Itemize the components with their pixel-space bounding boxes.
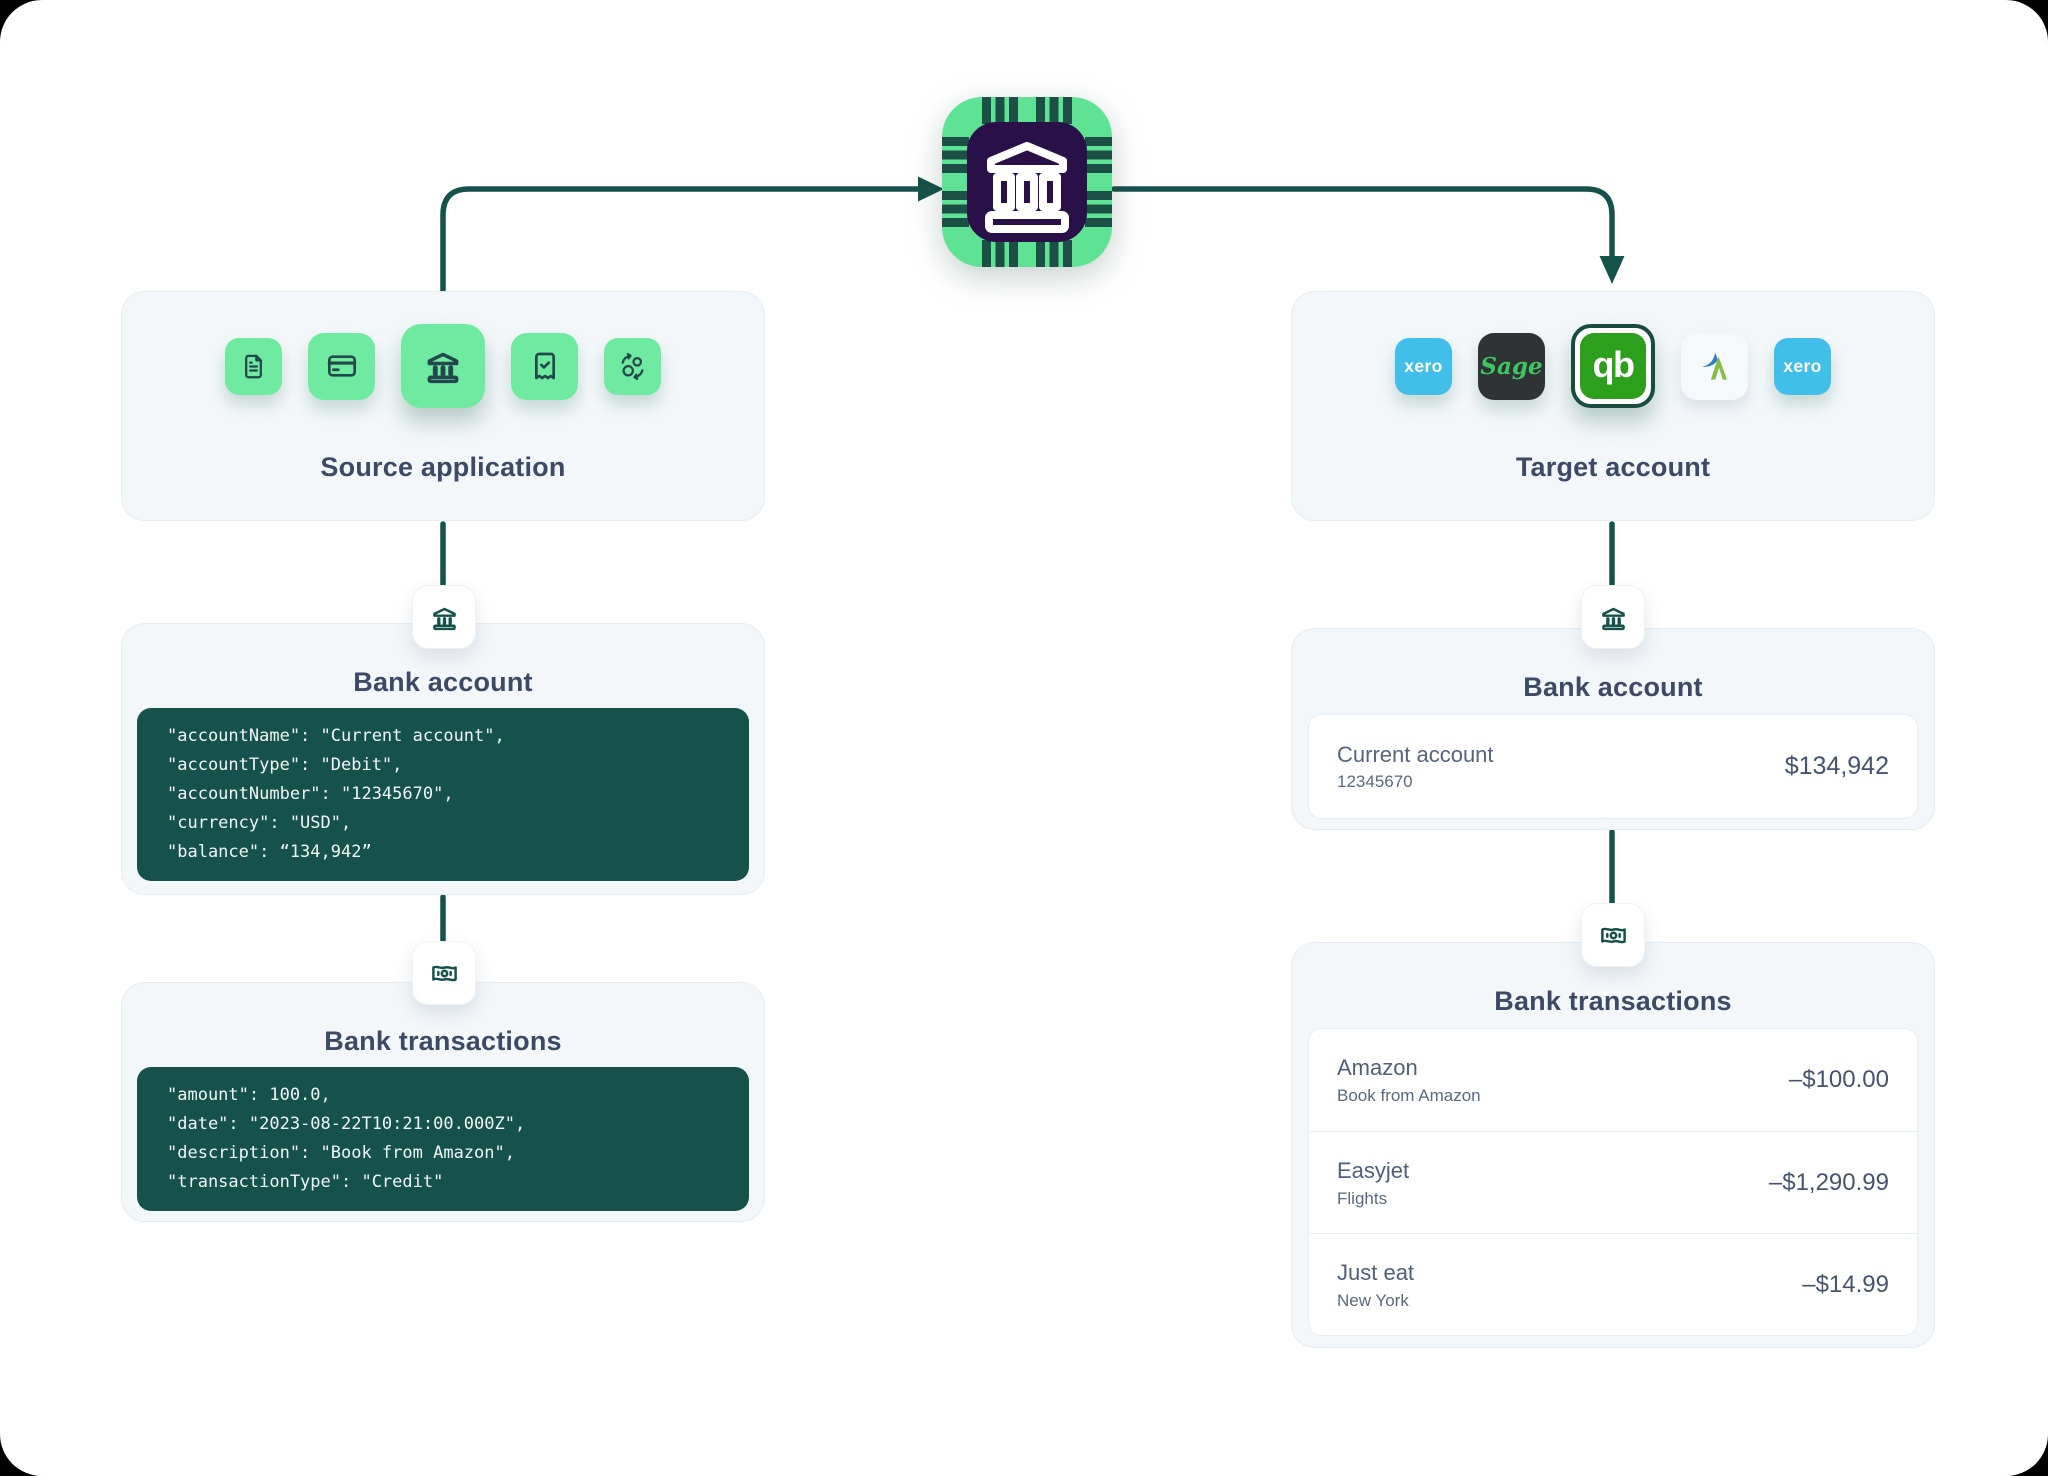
transaction-amount: –$14.99 (1802, 1270, 1889, 1298)
xero-label: xero (1404, 355, 1443, 376)
bank-transactions-json: "amount": 100.0, "date": "2023-08-22T10:… (137, 1067, 749, 1211)
arrowhead-right (918, 176, 944, 202)
code-line: "accountType": "Debit", (167, 755, 403, 775)
transaction-description: Flights (1337, 1188, 1388, 1208)
bank-transactions-title: Bank transactions (324, 1026, 562, 1056)
transaction-merchant: Easyjet (1337, 1157, 1410, 1183)
file-document-icon[interactable] (225, 337, 282, 395)
freeagent-logo (1701, 352, 1727, 380)
code-line: "amount": 100.0, (167, 1085, 331, 1105)
bank-icon (432, 607, 456, 630)
bank-account-title: Bank account (353, 667, 533, 697)
bank-badge (1581, 585, 1645, 649)
bank-feed-chip (942, 97, 1112, 267)
code-line: "description": "Book from Amazon", (167, 1143, 515, 1163)
transaction-merchant: Amazon (1337, 1055, 1418, 1080)
target-account-card: xero Sage qb xero Target account (1291, 291, 1935, 521)
transaction-description: New York (1337, 1290, 1409, 1310)
sage-label: Sage (1480, 352, 1543, 380)
transaction-row: Easyjet Flights –$1,290.99 (1309, 1131, 1917, 1233)
source-app-tiles (225, 323, 661, 409)
code-line: "balance": “134,942” (167, 842, 372, 862)
transaction-row: Amazon Book from Amazon –$100.00 (1309, 1029, 1917, 1131)
account-summary-card: Current account 12345670 $134,942 (1308, 714, 1918, 819)
transaction-amount: –$100.00 (1788, 1066, 1889, 1093)
bank-transactions-json-card: Bank transactions "amount": 100.0, "date… (121, 982, 765, 1222)
xero-label: xero (1783, 355, 1822, 376)
xero-app-icon[interactable]: xero (1774, 337, 1831, 395)
transaction-description: Book from Amazon (1337, 1086, 1481, 1105)
arrow-source-to-chip (440, 186, 921, 294)
code-line: "date": "2023-08-22T10:21:00.000Z", (167, 1114, 526, 1134)
code-line: "accountNumber": "12345670", (167, 784, 454, 804)
account-name: Current account (1337, 742, 1494, 767)
receipt-check-icon[interactable] (511, 332, 578, 400)
target-bank-transactions-card: Bank transactions Amazon Book from Amazo… (1291, 942, 1935, 1348)
code-line: "transactionType": "Credit" (167, 1172, 444, 1192)
banknote-badge (1581, 903, 1645, 967)
target-card-title: Target account (1515, 452, 1711, 482)
transaction-amount: –$1,290.99 (1768, 1168, 1889, 1196)
arrow-chip-to-target (1111, 186, 1615, 259)
target-app-tiles: xero Sage qb xero (1395, 323, 1831, 409)
account-number: 12345670 (1337, 772, 1413, 791)
banknote-icon (1600, 927, 1626, 943)
transaction-row: Just eat New York –$14.99 (1309, 1233, 1917, 1335)
code-line: "accountName": "Current account", (167, 726, 505, 746)
account-row: Current account 12345670 $134,942 (1309, 715, 1917, 818)
arrowhead-down (1599, 256, 1625, 284)
bank-account-json-card: Bank account "accountName": "Current acc… (121, 623, 765, 895)
sync-icon[interactable] (604, 337, 661, 395)
banknote-icon (431, 965, 457, 981)
sage-app-icon[interactable]: Sage (1478, 332, 1545, 400)
bank-account-json: "accountName": "Current account", "accou… (137, 708, 749, 881)
credit-card-icon[interactable] (308, 332, 375, 400)
account-balance: $134,942 (1784, 752, 1889, 780)
source-application-card: Source application (121, 291, 765, 521)
source-card-title: Source application (320, 452, 566, 482)
xero-app-icon[interactable]: xero (1395, 337, 1452, 395)
bank-badge (412, 585, 476, 649)
freeagent-app-icon[interactable] (1681, 332, 1748, 400)
bank-account-title: Bank account (1523, 672, 1703, 702)
banknote-badge (412, 941, 476, 1005)
bank-icon (1601, 607, 1625, 630)
target-bank-account-card: Bank account Current account 12345670 $1… (1291, 628, 1935, 830)
code-line: "currency": "USD", (167, 813, 352, 833)
bank-transactions-title: Bank transactions (1494, 986, 1732, 1016)
bank-chip-icon (942, 97, 1112, 267)
quickbooks-app-icon[interactable]: qb (1571, 324, 1655, 408)
quickbooks-logo: qb (1580, 333, 1646, 399)
transactions-list: Amazon Book from Amazon –$100.00 Easyjet… (1308, 1028, 1918, 1336)
bank-icon[interactable] (401, 324, 485, 408)
transaction-merchant: Just eat (1337, 1259, 1415, 1285)
